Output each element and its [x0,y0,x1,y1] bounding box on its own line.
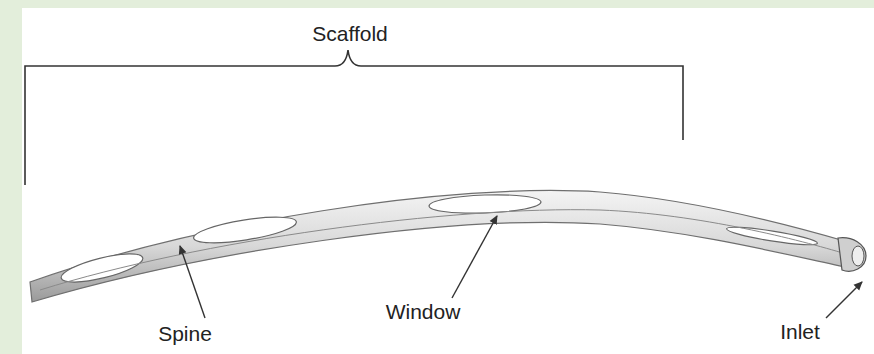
spine-ridge [40,210,846,290]
part-label: Inlet [780,320,820,343]
part-label: Window [386,300,461,323]
leader-arrow [826,282,862,318]
bracket-label: Scaffold [312,22,388,45]
leader-arrow [452,216,497,298]
inlet-end [838,238,866,272]
part-label: Spine [158,322,212,345]
window-opening [429,193,542,215]
window-opening [192,212,298,248]
scaffold-body [30,190,850,302]
window-opening [59,248,145,288]
inlet-opening [852,246,864,266]
leader-arrow [180,246,205,318]
scaffold-bracket [25,50,683,185]
